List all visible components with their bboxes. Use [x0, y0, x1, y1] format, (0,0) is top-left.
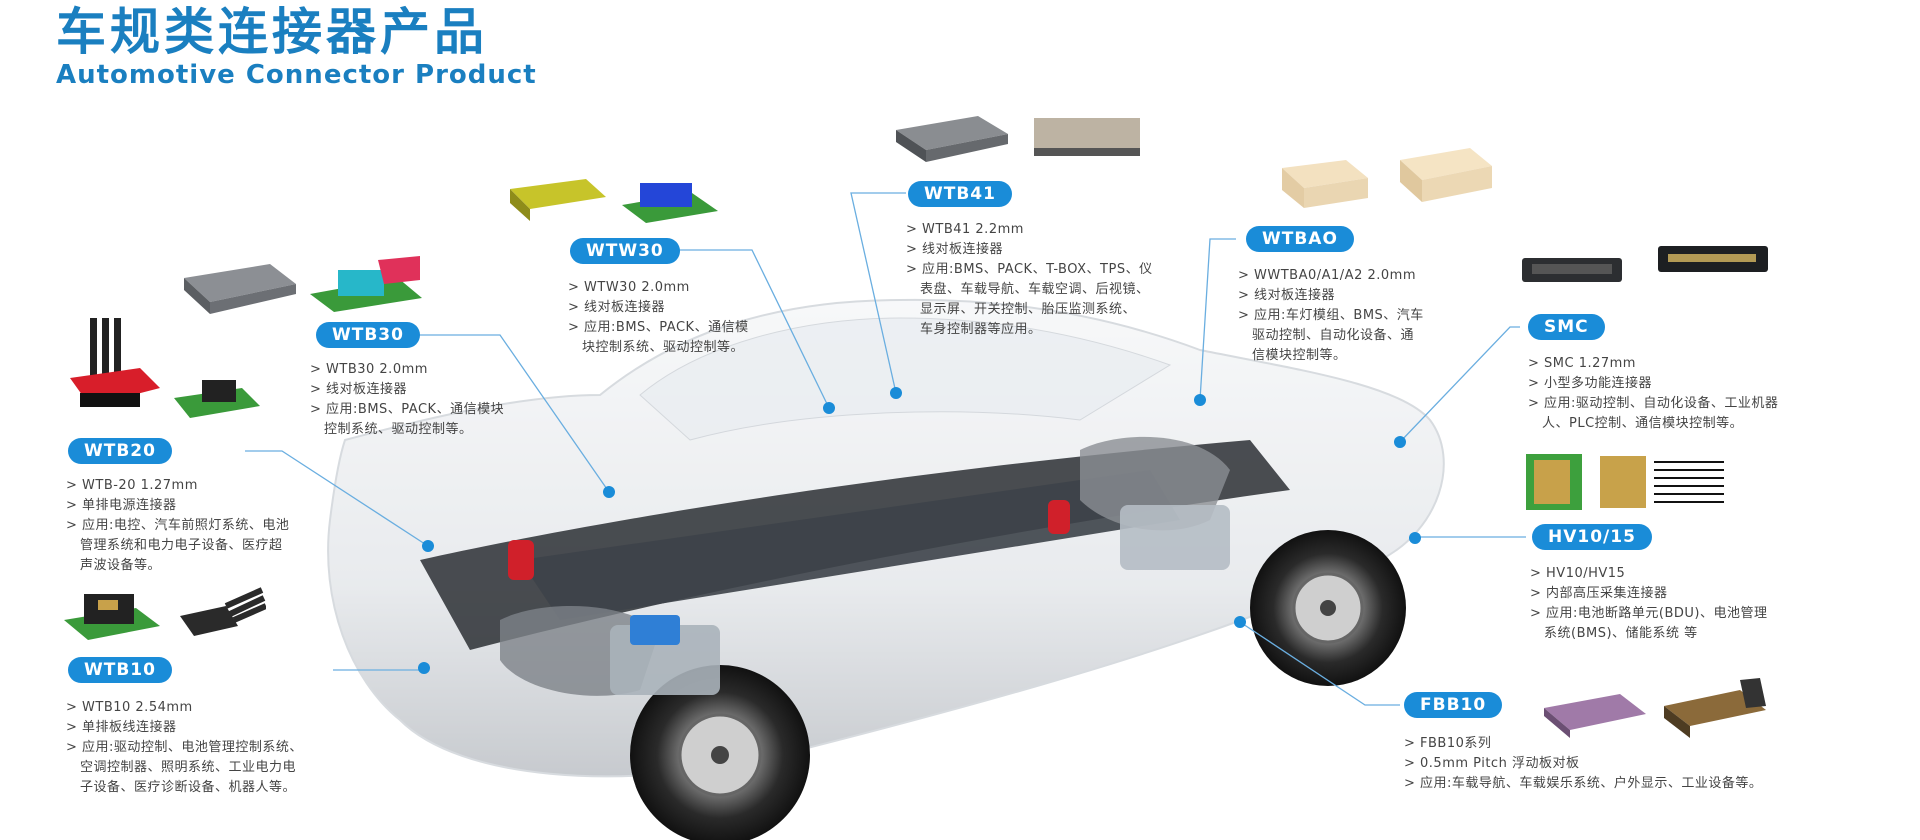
wtbao-description: > WWTBA0/A1/A2 2.0mm > 线对板连接器 > 应用:车灯模组、… — [1238, 268, 1424, 363]
fbb10-description: > FBB10系列 > 0.5mm Pitch 浮动板对板 > 应用:车载导航、… — [1404, 736, 1763, 791]
smc-label[interactable]: SMC — [1528, 314, 1605, 340]
smc-description: > SMC 1.27mm > 小型多功能连接器 > 应用:驱动控制、自动化设备、… — [1528, 356, 1779, 431]
motor-unit — [610, 505, 1230, 695]
wtb30-grey-connector-image — [184, 264, 296, 314]
fbb10-label[interactable]: FBB10 — [1404, 692, 1503, 718]
front-wheel — [630, 665, 810, 840]
wtb10-wire-connector-image — [180, 587, 266, 636]
wtw30-blue-connector-image — [622, 183, 718, 223]
fbb10-purple-connector-image — [1544, 694, 1646, 738]
wtb20-description: > WTB-20 1.27mm > 单排电源连接器 > 应用:电控、汽车前照灯系… — [66, 478, 290, 573]
page-subtitle: Automotive Connector Product — [56, 60, 537, 90]
wtb10-board-image — [64, 594, 160, 640]
fbb10-gold-connector-image — [1664, 678, 1766, 738]
wtb41-grey-connector-image — [896, 116, 1008, 162]
rear-wheel — [1250, 530, 1406, 686]
wtb30-cyan-board-image — [310, 256, 422, 312]
page-title: 车规类连接器产品 — [56, 3, 488, 61]
hv-gold-connector-image — [1600, 456, 1646, 508]
wtw30-yellow-connector-image — [510, 179, 606, 221]
car-body — [327, 298, 1445, 778]
wtb41-description: > WTB41 2.2mm > 线对板连接器 > 应用:BMS、PACK、T-B… — [906, 222, 1153, 337]
wtb10-description: > WTB10 2.54mm > 单排板线连接器 > 应用:驱动控制、电池管理控… — [66, 700, 303, 795]
hv-green-board-image — [1526, 454, 1582, 510]
wtb20-red-connector-image — [70, 318, 160, 407]
wtw30-description: > WTW30 2.0mm > 线对板连接器 > 应用:BMS、PACK、通信模… — [568, 280, 749, 355]
wtbao-label[interactable]: WTBAO — [1246, 226, 1354, 252]
wtb41-label[interactable]: WTB41 — [908, 181, 1012, 207]
wtw30-label[interactable]: WTW30 — [570, 238, 680, 264]
smc-connector-image — [1522, 258, 1622, 282]
connection-dots — [418, 387, 1421, 674]
hv10-15-description: > HV10/HV15 > 内部高压采集连接器 > 应用:电池断路单元(BDU)… — [1530, 566, 1768, 641]
hv-wire-harness-image — [1654, 461, 1724, 503]
wtbao-header-image — [1400, 148, 1492, 202]
wtb10-label[interactable]: WTB10 — [68, 657, 172, 683]
wtb30-description: > WTB30 2.0mm > 线对板连接器 > 应用:BMS、PACK、通信模… — [310, 362, 505, 437]
brake-calipers — [508, 500, 1070, 580]
wtb20-label[interactable]: WTB20 — [68, 438, 172, 464]
wtb41-header-image — [1034, 118, 1140, 156]
wtb20-green-board-image — [174, 380, 260, 418]
hv10-15-label[interactable]: HV10/15 — [1532, 524, 1652, 550]
smc-receptacle-image — [1658, 246, 1768, 272]
wtbao-beige-connector-image — [1282, 160, 1368, 208]
wtb30-label[interactable]: WTB30 — [316, 322, 420, 348]
